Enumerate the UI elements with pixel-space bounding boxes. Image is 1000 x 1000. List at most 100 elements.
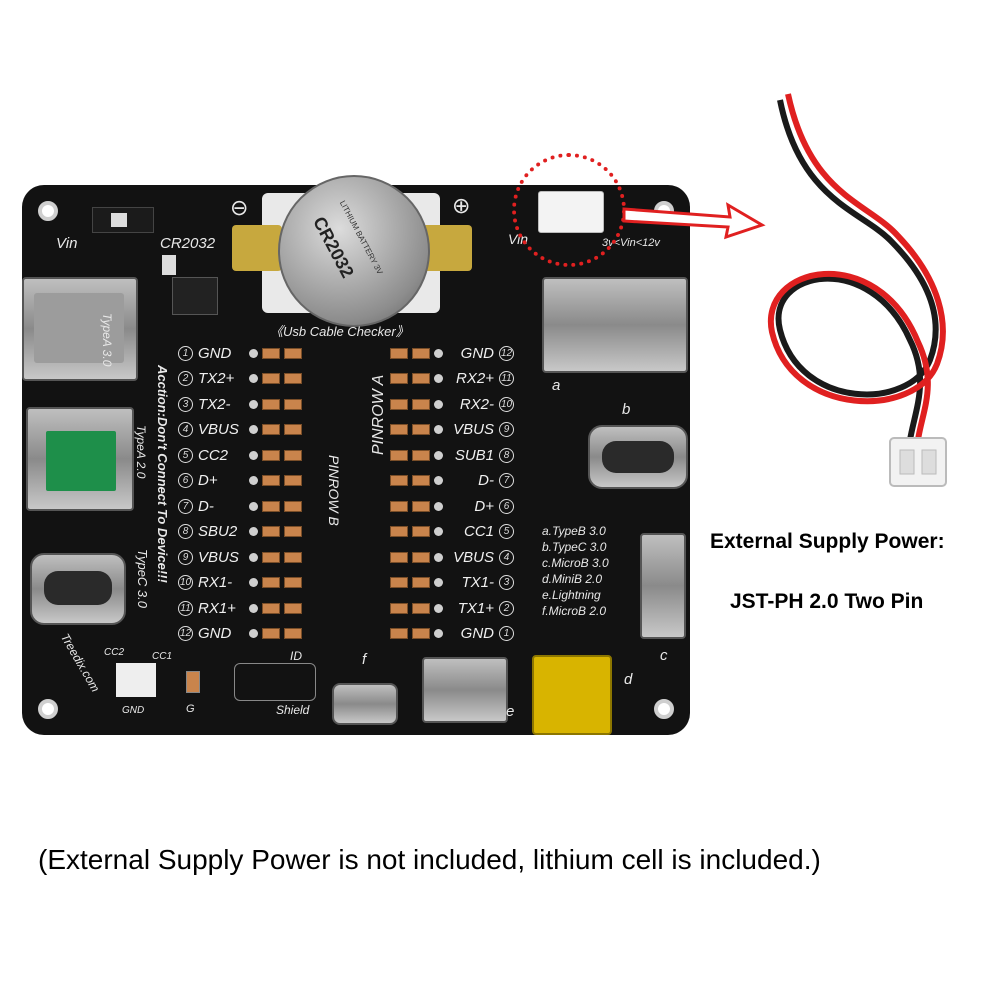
minus-sign: ⊖ [230,195,249,220]
pin-led [390,475,408,486]
pin-led [284,424,302,435]
pin-led [412,526,430,537]
pin-pad [249,450,258,460]
pin-led [412,373,430,384]
pin-number: 9 [499,422,514,437]
pin-label: D+ [198,472,218,489]
pin-led [284,628,302,639]
pin-led [390,398,408,410]
arrow-icon [622,202,766,240]
pin-pad [249,552,258,562]
label-typea2: TypeA 2.0 [134,425,148,479]
shield-label: Shield [276,703,310,717]
pin-label: TX2+ [198,370,235,387]
pin-label: GND [198,625,232,642]
pin-led [262,577,280,588]
jst-cable-image [767,93,947,487]
pin-led [284,602,302,614]
pin-pad [249,501,258,511]
pin-led [412,424,430,435]
pin-led [284,551,302,563]
brand-label: Treedix.com [57,631,103,695]
board-title: 《Usb Cable Checker》 [270,324,409,339]
pin-led [412,577,430,588]
legend-item: a.TypeB 3.0 [542,524,606,538]
pin-row: D- 7 [390,470,514,492]
pin-pad [434,603,443,613]
letter-a: a [552,377,561,394]
pin-label: TX2- [198,395,231,413]
pin-number: 4 [499,549,514,565]
pin-row: 12 GND [178,623,302,645]
legend-item: e.Lightning [542,588,601,602]
id-shield-box [234,663,316,701]
cc-pads [116,663,156,697]
label-warning: Acction:Don't Connect To Device!!! [155,365,170,583]
pin-number: 5 [499,524,514,539]
pin-label: SBU2 [198,523,238,540]
pin-row: TX1-3 [390,572,514,594]
pin-label: CC2 [198,446,229,464]
pin-pad [249,348,258,358]
pin-led [284,500,302,512]
pin-led [390,628,408,639]
pin-led [412,449,430,461]
pin-row: RX2+ 11 [390,368,514,390]
pin-number: 2 [178,371,193,386]
mini-b-port [532,655,612,735]
pin-led [284,526,302,537]
legend-item: f.MicroB 2.0 [542,604,607,618]
pin-led [262,373,280,384]
usb-a-2-port [26,407,134,511]
pin-label: GND [198,344,232,362]
pin-label: TX1- [461,574,494,591]
led-indicator [186,671,200,693]
pin-label: VBUS [453,421,494,438]
usb-c-3-port [30,553,126,625]
pin-pad [249,603,258,613]
pin-label: GND [460,625,494,642]
mounting-hole [654,699,674,719]
pin-label: D- [198,497,214,515]
pin-number: 9 [178,549,193,565]
pinrow-b-label: PINROW B [326,455,342,526]
pin-led [390,551,408,563]
pin-led [390,577,408,588]
power-switch[interactable] [92,207,154,233]
pin-pad [434,578,443,587]
pin-led [262,475,280,486]
pin-led [262,628,280,639]
pin-pad [434,552,443,562]
pin-number: 2 [499,600,514,616]
pin-number: 12 [178,626,193,641]
pin-pad [434,374,443,383]
pin-label: SUB1 [454,446,494,464]
pin-number: 4 [178,422,193,437]
usb-c-port [588,425,688,489]
pin-number: 12 [499,345,514,361]
battery-clip [422,225,472,271]
pin-number: 7 [499,473,514,488]
port-legend: a.TypeB 3.0 b.TypeC 3.0 c.MicroB 3.0 d.M… [542,523,609,619]
pin-label: TX1+ [457,599,494,617]
coin-cell-battery: CR2032 LITHIUM BATTERY 3V [278,175,430,327]
pin-label: D- [478,472,494,489]
pin-pad [249,476,258,485]
pin-led [262,347,280,359]
pin-pad [249,425,258,434]
pin-number: 11 [178,600,193,616]
usb-b-3-port [542,277,688,373]
pin-label: GND [460,344,494,362]
pin-label: RX2+ [456,370,494,387]
g-label: G [186,703,195,715]
pin-number: 11 [499,371,514,386]
label-typec3: TypeC 3.0 [135,549,150,609]
plus-sign: ⊕ [452,193,471,218]
pin-led [412,347,430,359]
pin-label: RX2- [459,395,494,413]
